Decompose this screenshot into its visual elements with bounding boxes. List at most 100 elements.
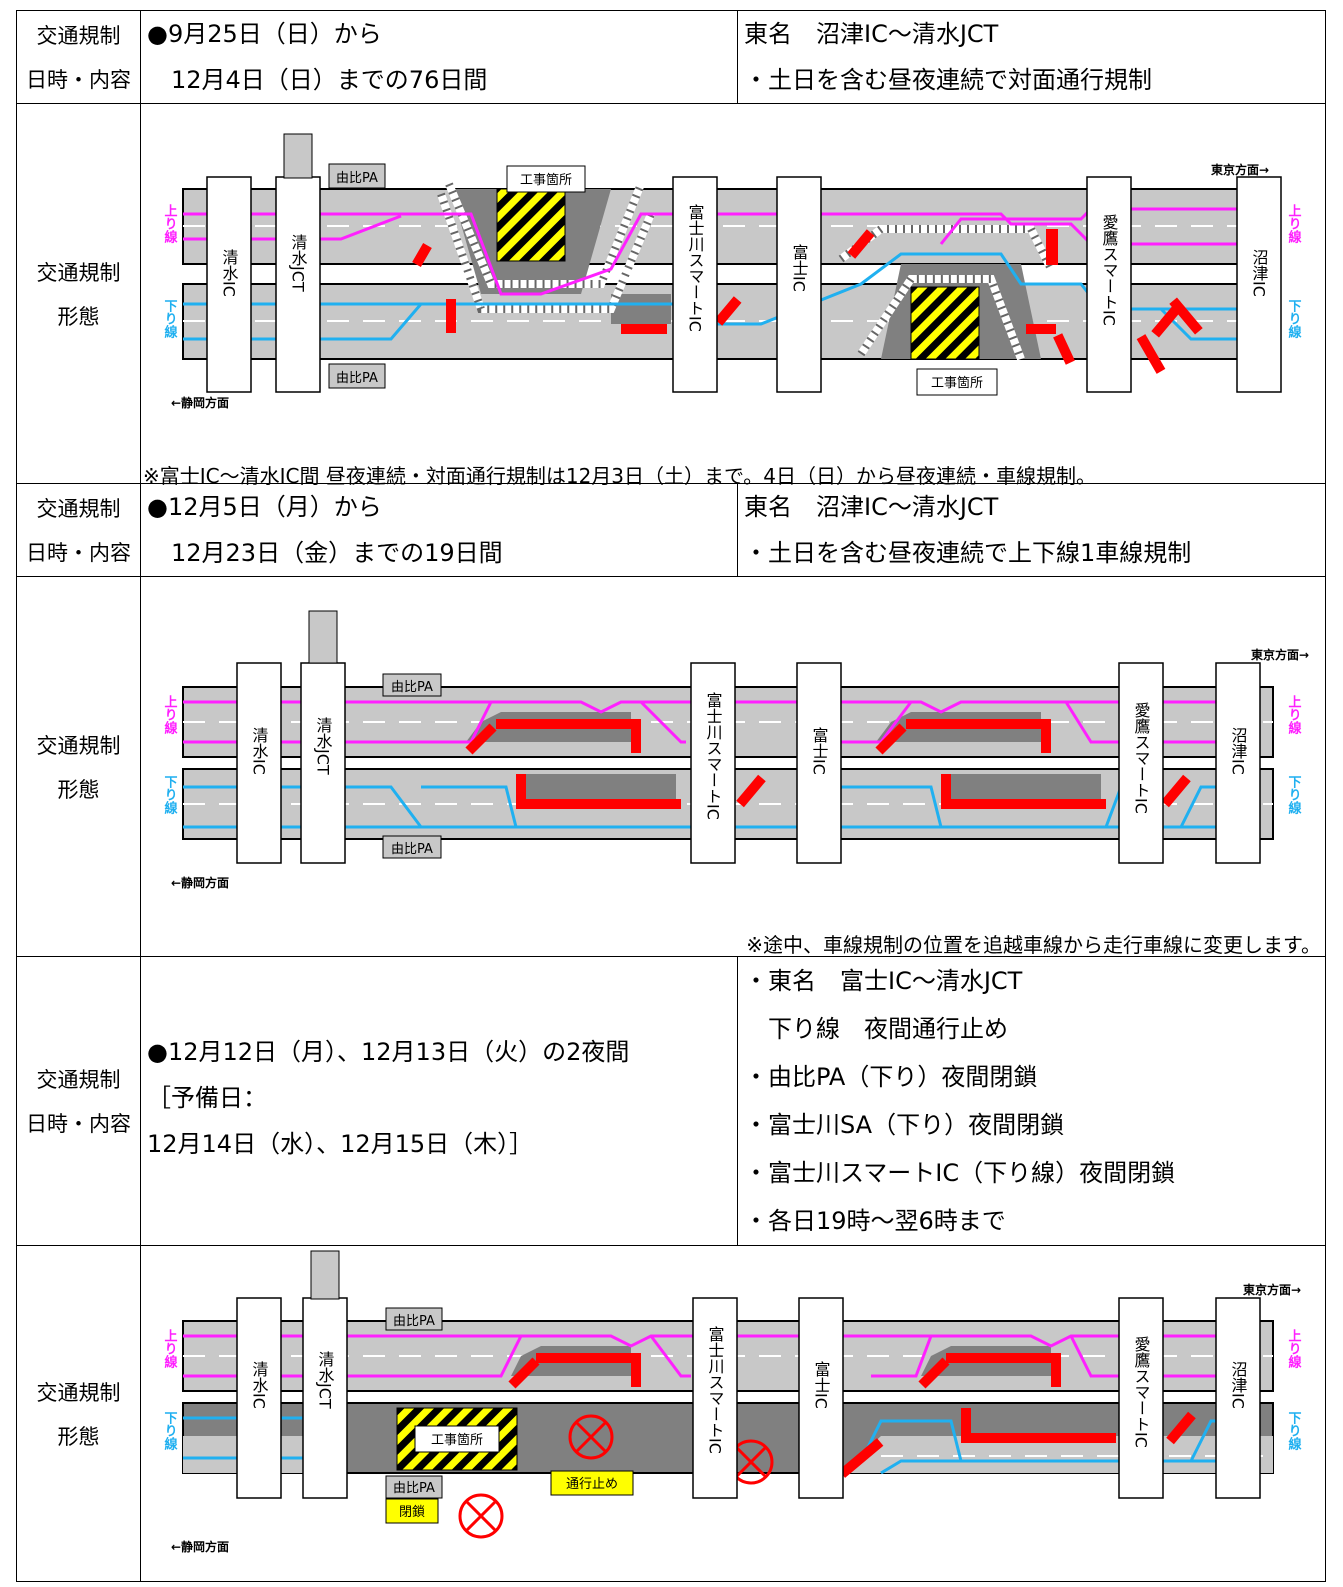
ic-fujikawa: 富士川スマートIC — [706, 1326, 725, 1454]
s2-note: ※途中、車線規制の位置を追越車線から走行車線に変更します。 — [746, 933, 1321, 957]
s3-item: ・各日19時〜翌6時まで — [744, 1207, 1006, 1235]
s2-date2: 12月23日（金）までの19日間 — [147, 539, 503, 567]
yui-pa-up: 由比PA — [393, 1314, 435, 1329]
yui-pa-down: 由比PA — [391, 842, 433, 857]
shizuoka-direction: ←静岡方面 — [171, 395, 229, 410]
yui-pa-down: 由比PA — [336, 371, 378, 386]
work-label-b: 工事箇所 — [931, 375, 983, 391]
s1-diag-label-a: 交通規制 — [36, 260, 121, 285]
closure-label: 閉鎖 — [399, 1504, 425, 1520]
yui-pa-up-box — [328, 163, 386, 189]
up-line-right: 上り線 — [1286, 695, 1302, 735]
s1-diag-label: 交通規制 形態 — [16, 103, 141, 484]
s1-diagram: 由比PA 由比PA 工事箇所 工事箇所 東京方面→ ←静岡方面 清水IC 清水J… — [162, 133, 1302, 410]
yui-pa-down-box — [328, 363, 386, 389]
s2-date1: ●12月5日（月）から — [147, 493, 382, 521]
s3-diag-label-b: 形態 — [57, 1424, 100, 1449]
ic-numazu: 沼津IC — [1250, 249, 1269, 297]
s3-item: 下り線 夜間通行止め — [744, 1015, 1008, 1043]
ic-fujikawa: 富士川スマートIC — [686, 204, 705, 332]
work-hatch-a — [496, 188, 566, 262]
s3-date1: ●12月12日（月）、12月13日（火）の2夜間 — [147, 1038, 630, 1066]
no-entry-icon — [568, 1414, 614, 1460]
s3-item: ・由比PA（下り）夜間閉鎖 — [744, 1063, 1038, 1091]
ic-numazu: 沼津IC — [1229, 1361, 1248, 1409]
jct-shimizu-box — [275, 176, 321, 393]
up-line-right: 上り線 — [1286, 1329, 1302, 1369]
s3-label-b: 日時・内容 — [26, 1112, 131, 1136]
down-line-right: 下り線 — [1286, 1411, 1302, 1451]
closed-label: 通行止め — [566, 1477, 618, 1492]
s1-content: 東名 沼津IC〜清水JCT ・土日を含む昼夜連続で対面通行規制 — [737, 10, 1326, 104]
s1-label-a: 交通規制 — [36, 24, 121, 48]
down-line-left: 下り線 — [162, 299, 178, 339]
s3-label-a: 交通規制 — [36, 1068, 121, 1092]
tokyo-direction: 東京方面→ — [1251, 647, 1309, 662]
s1-diagram-cell: 由比PA 由比PA 工事箇所 工事箇所 東京方面→ ←静岡方面 清水IC 清水J… — [140, 103, 1326, 488]
s1-date2: 12月4日（日）までの76日間 — [147, 66, 488, 94]
work-label: 工事箇所 — [431, 1432, 483, 1448]
s3-diag-label-a: 交通規制 — [36, 1380, 121, 1405]
work-hatch-b — [910, 286, 980, 360]
jct-shimizu: 清水JCT — [289, 234, 308, 292]
s2-diag-label: 交通規制 形態 — [16, 576, 141, 957]
s2-diag-label-b: 形態 — [57, 777, 100, 802]
s3-item: ・富士川SA（下り）夜間閉鎖 — [744, 1111, 1065, 1139]
ic-shimizu: 清水IC — [220, 249, 239, 297]
work-label-box-b — [916, 368, 998, 396]
ic-ashitaka: 愛鷹スマートIC — [1132, 702, 1151, 814]
ic-fuji: 富士IC — [812, 1361, 831, 1409]
yui-pa-up: 由比PA — [336, 171, 378, 186]
up-line-left: 上り線 — [162, 204, 178, 244]
s3-diag-label: 交通規制 形態 — [16, 1245, 141, 1582]
closed-label-box — [550, 1470, 634, 1496]
regulation-table: 交通規制 日時・内容 ●9月25日（日）から 12月4日（日）までの76日間 東… — [16, 10, 1326, 1582]
ic-fuji: 富士IC — [810, 727, 829, 775]
s2-dates: ●12月5日（月）から 12月23日（金）までの19日間 — [140, 483, 738, 577]
s1-label-b: 日時・内容 — [26, 68, 131, 92]
s1-diag-label-b: 形態 — [57, 304, 100, 329]
down-line-left: 下り線 — [162, 775, 178, 815]
work-label-box-a — [506, 165, 586, 193]
s2-diagram-cell: 由比PA 由比PA 東京方面→ ←静岡方面 清水IC 清水JCT 富士川スマート… — [140, 576, 1326, 957]
s2-label-b: 日時・内容 — [26, 541, 131, 565]
jct-shimizu: 清水JCT — [316, 1351, 335, 1409]
s1-route: 東名 沼津IC〜清水JCT — [744, 20, 999, 48]
ic-shimizu-box — [206, 176, 252, 393]
s1-date1: ●9月25日（日）から — [147, 20, 382, 48]
s3-content: ・東名 富士IC〜清水JCT 下り線 夜間通行止め ・由比PA（下り）夜間閉鎖 … — [737, 956, 1326, 1246]
ic-shimizu: 清水IC — [250, 727, 269, 775]
s3-date3: 12月14日（水）、12月15日（木）］ — [147, 1130, 534, 1158]
ic-fujikawa-box — [672, 176, 718, 393]
ic-ashitaka-box — [1086, 176, 1132, 393]
ic-ashitaka: 愛鷹スマートIC — [1100, 214, 1119, 326]
yui-pa-down: 由比PA — [393, 1481, 435, 1496]
shizuoka-direction: ←静岡方面 — [171, 1539, 229, 1554]
s1-dates: ●9月25日（日）から 12月4日（日）までの76日間 — [140, 10, 738, 104]
s2-desc: ・土日を含む昼夜連続で上下線1車線規制 — [744, 539, 1192, 567]
s1-desc: ・土日を含む昼夜連続で対面通行規制 — [744, 66, 1152, 94]
s1-note: ※富士IC〜清水IC間 昼夜連続・対面通行規制は12月3日（土）まで。4日（日）… — [143, 464, 1096, 488]
ic-fuji: 富士IC — [790, 244, 809, 292]
down-line-right: 下り線 — [1286, 299, 1302, 339]
jct-shimizu: 清水JCT — [314, 717, 333, 775]
yui-pa-up: 由比PA — [391, 680, 433, 695]
s2-label-a: 交通規制 — [36, 497, 121, 521]
tokyo-direction: 東京方面→ — [1243, 1282, 1301, 1297]
ic-fuji-box — [776, 176, 822, 393]
work-label-a: 工事箇所 — [520, 172, 572, 188]
up-line-left: 上り線 — [162, 695, 178, 735]
tokyo-direction: 東京方面→ — [1211, 162, 1269, 177]
s3-diagram: 工事箇所 通行止め 由比PA 閉鎖 — [162, 1250, 1302, 1554]
ic-shimizu: 清水IC — [250, 1361, 269, 1409]
down-line-left: 下り線 — [162, 1411, 178, 1451]
ic-ashitaka: 愛鷹スマートIC — [1132, 1336, 1151, 1448]
s3-item: ・東名 富士IC〜清水JCT — [744, 967, 1023, 995]
s1-label: 交通規制 日時・内容 — [16, 10, 141, 104]
down-line-right: 下り線 — [1286, 775, 1302, 815]
s2-diag-label-a: 交通規制 — [36, 733, 121, 758]
s2-route: 東名 沼津IC〜清水JCT — [744, 493, 999, 521]
s3-diagram-cell: 工事箇所 通行止め 由比PA 閉鎖 — [140, 1245, 1326, 1582]
ic-numazu-box — [1236, 176, 1282, 393]
s3-label: 交通規制 日時・内容 — [16, 956, 141, 1246]
